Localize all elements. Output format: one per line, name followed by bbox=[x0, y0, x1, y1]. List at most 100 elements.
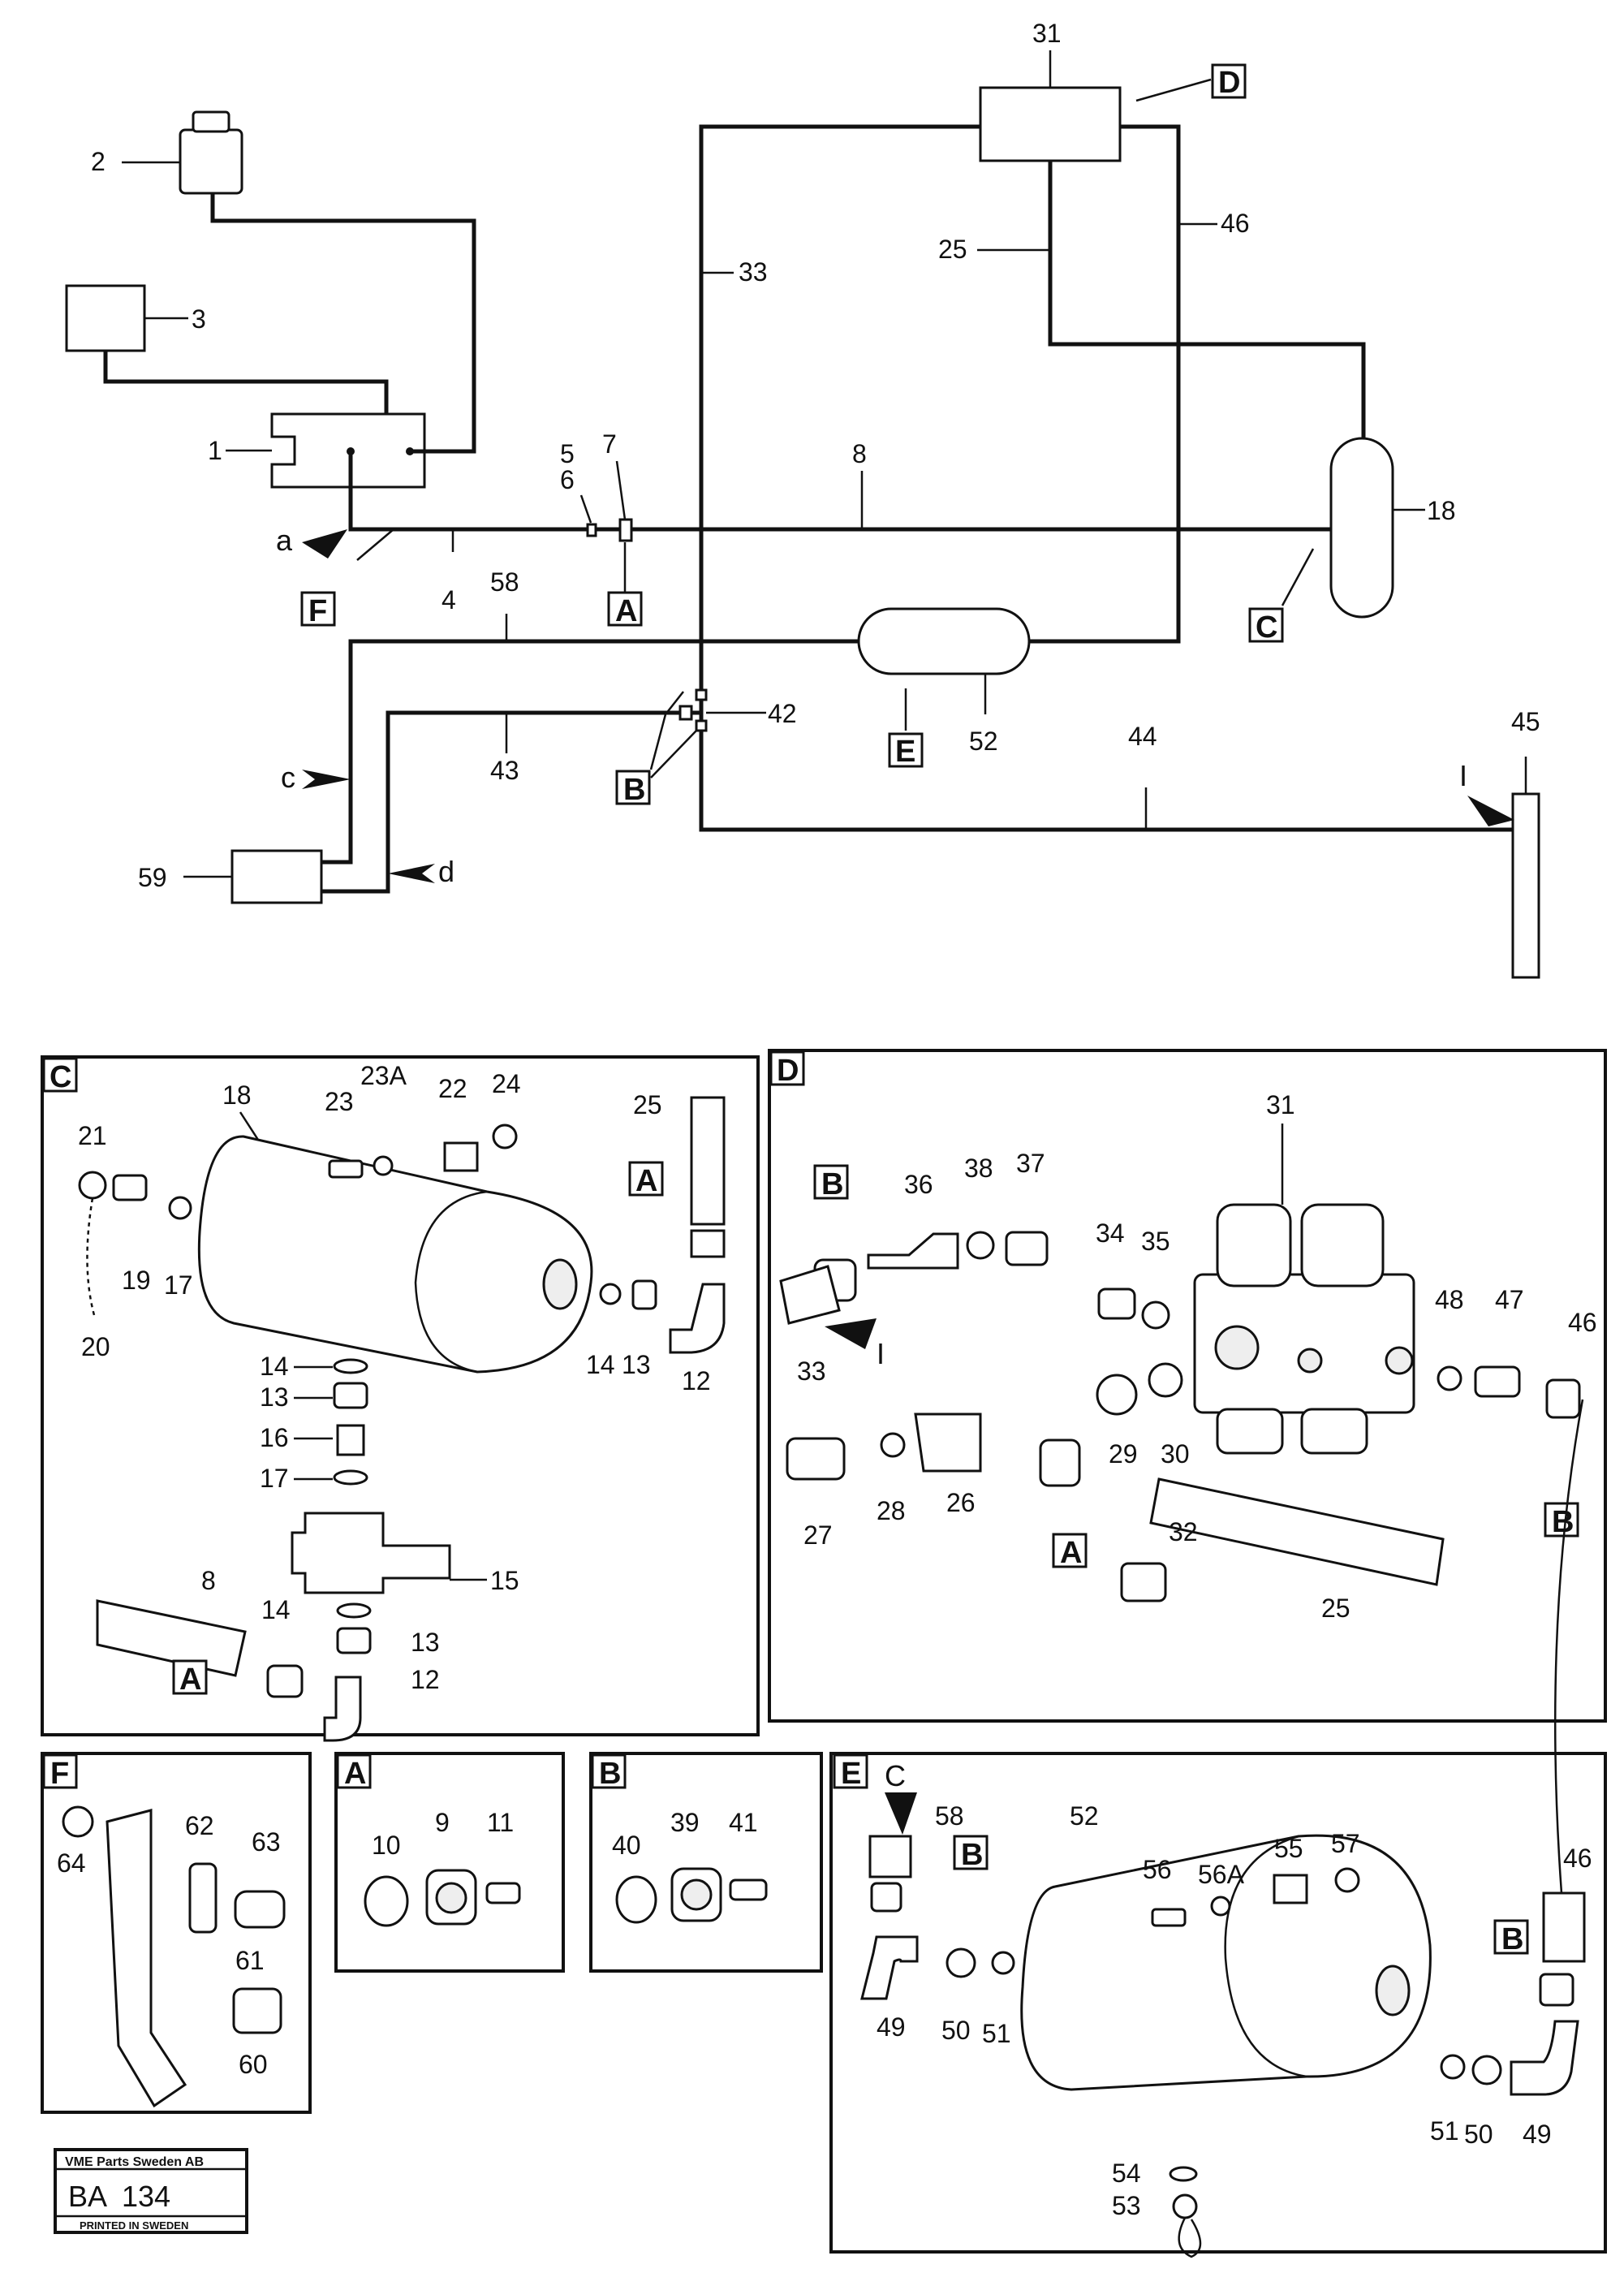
label-30: 30 bbox=[1161, 1439, 1190, 1469]
label-26: 26 bbox=[946, 1488, 976, 1517]
label-23A: 23A bbox=[360, 1061, 407, 1090]
label-32: 32 bbox=[1169, 1517, 1198, 1546]
label-8: 8 bbox=[201, 1566, 216, 1595]
panel-e: E C 58 B 49 50 51 52 56 56A 55 57 46 B bbox=[829, 1399, 1607, 2258]
label-60: 60 bbox=[239, 2050, 268, 2079]
callout-59: 59 bbox=[138, 863, 167, 892]
label-36: 36 bbox=[904, 1170, 933, 1199]
arrow-label-a: a bbox=[276, 524, 293, 557]
callout-33: 33 bbox=[739, 257, 768, 287]
label-10: 10 bbox=[372, 1831, 401, 1860]
callout-58: 58 bbox=[490, 567, 519, 597]
ref-F-1: F bbox=[308, 594, 327, 628]
label-33: 33 bbox=[797, 1356, 826, 1386]
label-64: 64 bbox=[57, 1848, 86, 1878]
ref-D-1: D bbox=[1218, 66, 1240, 100]
label-16: 16 bbox=[260, 1423, 289, 1452]
label-41: 41 bbox=[729, 1808, 758, 1837]
panel-d-ref-A: A bbox=[1060, 1536, 1082, 1570]
label-46: 46 bbox=[1563, 1844, 1592, 1873]
label-40: 40 bbox=[612, 1831, 641, 1860]
label-63: 63 bbox=[252, 1827, 281, 1857]
panel-d-tag: D bbox=[777, 1054, 799, 1088]
label-17b: 17 bbox=[260, 1464, 289, 1493]
label-13a: 13 bbox=[622, 1350, 651, 1379]
component-59 bbox=[230, 849, 323, 904]
label-51a: 51 bbox=[982, 2019, 1011, 2048]
tank-18 bbox=[1329, 437, 1394, 619]
label-15: 15 bbox=[490, 1566, 519, 1595]
label-52: 52 bbox=[1070, 1801, 1099, 1831]
panel-b: B 40 39 41 bbox=[589, 1752, 823, 1973]
callout-31: 31 bbox=[1032, 19, 1062, 48]
label-37: 37 bbox=[1016, 1149, 1045, 1178]
callout-46: 46 bbox=[1221, 209, 1250, 238]
title-company: VME Parts Sweden AB bbox=[65, 2155, 204, 2169]
label-47: 47 bbox=[1495, 1285, 1524, 1314]
label-55: 55 bbox=[1274, 1834, 1303, 1863]
callout-4: 4 bbox=[442, 585, 456, 615]
ref-A-1: A bbox=[615, 594, 637, 628]
label-11: 11 bbox=[487, 1808, 514, 1837]
label-48: 48 bbox=[1435, 1285, 1464, 1314]
panel-e-ref-B2: B bbox=[1501, 1922, 1523, 1956]
panel-d-ref-B2: B bbox=[1552, 1505, 1574, 1539]
drain-valve-15 bbox=[291, 1512, 451, 1594]
label-21: 21 bbox=[78, 1121, 107, 1150]
callout-44: 44 bbox=[1128, 722, 1157, 751]
label-25: 25 bbox=[1321, 1594, 1350, 1623]
label-12c: 12 bbox=[411, 1665, 440, 1694]
label-14a: 14 bbox=[586, 1350, 615, 1379]
label-14c: 14 bbox=[261, 1595, 291, 1624]
label-39: 39 bbox=[670, 1808, 700, 1837]
label-50a: 50 bbox=[941, 2016, 971, 2045]
label-50b: 50 bbox=[1464, 2120, 1493, 2149]
arrow-label-c: c bbox=[281, 761, 295, 794]
schematic: 2 3 1 4 a F 5 6 7 A 8 bbox=[65, 19, 1540, 979]
callout-6: 6 bbox=[560, 465, 575, 494]
callout-18: 18 bbox=[1427, 496, 1456, 525]
label-9: 9 bbox=[435, 1808, 450, 1837]
label-20: 20 bbox=[81, 1332, 110, 1361]
label-34: 34 bbox=[1096, 1218, 1125, 1248]
panel-c-ref-A1: A bbox=[635, 1164, 657, 1198]
ref-C-1: C bbox=[1256, 610, 1277, 645]
panel-d-ref-I: I bbox=[877, 1337, 885, 1370]
label-17: 17 bbox=[164, 1270, 193, 1300]
label-18: 18 bbox=[222, 1080, 252, 1110]
panel-b-tag: B bbox=[599, 1757, 621, 1791]
label-14b: 14 bbox=[260, 1352, 289, 1381]
label-61: 61 bbox=[235, 1946, 265, 1975]
callout-43: 43 bbox=[490, 756, 519, 785]
label-13c: 13 bbox=[411, 1628, 440, 1657]
callout-45: 45 bbox=[1511, 707, 1540, 736]
callout-52: 52 bbox=[969, 727, 998, 756]
panel-d: D 31 B 36 38 37 33 I 34 35 48 bbox=[768, 1049, 1607, 1723]
label-49b: 49 bbox=[1523, 2120, 1552, 2149]
label-56: 56 bbox=[1143, 1855, 1172, 1884]
component-2 bbox=[179, 128, 243, 195]
label-49a: 49 bbox=[877, 2012, 906, 2042]
label-27: 27 bbox=[803, 1520, 833, 1550]
label-62: 62 bbox=[185, 1811, 214, 1840]
callout-42: 42 bbox=[768, 699, 797, 728]
label-22: 22 bbox=[438, 1074, 467, 1103]
label-C: C bbox=[885, 1759, 906, 1792]
label-28: 28 bbox=[877, 1496, 906, 1525]
title-code: BA bbox=[68, 2180, 107, 2213]
title-number: 134 bbox=[122, 2180, 170, 2213]
callout-7: 7 bbox=[602, 429, 617, 459]
label-51b: 51 bbox=[1430, 2116, 1459, 2146]
title-printed: PRINTED IN SWEDEN bbox=[80, 2219, 188, 2232]
component-31 bbox=[979, 86, 1122, 162]
panel-c-ref-A2: A bbox=[179, 1663, 201, 1697]
callout-25: 25 bbox=[938, 235, 967, 264]
tank-18-detail bbox=[197, 1135, 593, 1374]
label-35: 35 bbox=[1141, 1227, 1170, 1256]
panel-f-tag: F bbox=[50, 1757, 69, 1791]
label-25: 25 bbox=[633, 1090, 662, 1119]
ref-B-1: B bbox=[623, 773, 645, 807]
panel-f: F 64 62 63 61 60 bbox=[41, 1752, 312, 2114]
label-57: 57 bbox=[1331, 1829, 1360, 1858]
